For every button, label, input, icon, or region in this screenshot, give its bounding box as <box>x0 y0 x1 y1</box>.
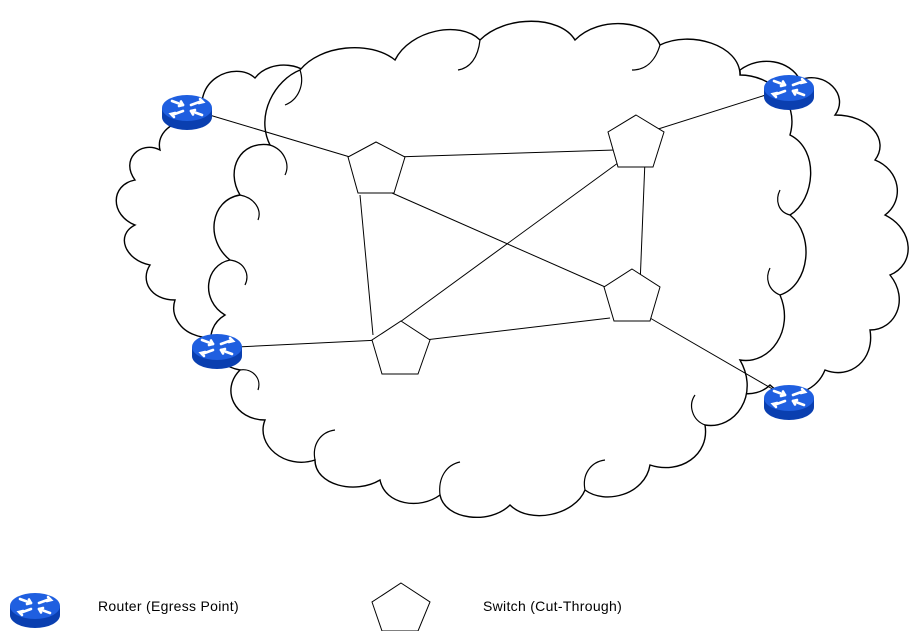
cloud-scallops <box>229 39 791 496</box>
pentagon-switch-icon <box>371 582 431 631</box>
legend-router-label: Router (Egress Point) <box>98 598 239 614</box>
link-router-w-switch-d <box>215 339 381 349</box>
link-switch-c-d <box>424 317 611 341</box>
router-icon <box>191 332 243 371</box>
router-icon <box>161 93 213 132</box>
link-switch-b-d <box>399 159 623 323</box>
router-icon <box>9 591 61 630</box>
router-icon <box>763 73 815 112</box>
router-icon <box>763 383 815 422</box>
link-switch-a-d <box>359 194 374 336</box>
switch-c <box>603 268 661 322</box>
link-switch-a-b <box>394 149 616 158</box>
link-switch-b-c <box>639 159 646 286</box>
link-router-nw-switch-a <box>185 107 361 161</box>
cloud-main <box>208 20 812 519</box>
switches <box>347 114 665 375</box>
switch-b <box>607 114 665 168</box>
link-router-se-switch-c <box>649 317 789 399</box>
link-switch-a-c <box>391 192 613 291</box>
switch-a <box>347 141 406 194</box>
switch-d <box>371 320 431 375</box>
legend-switch-label: Switch (Cut-Through) <box>483 598 622 614</box>
legend: Router (Egress Point) Switch (Cut-Throug… <box>9 582 622 631</box>
links <box>185 87 789 399</box>
